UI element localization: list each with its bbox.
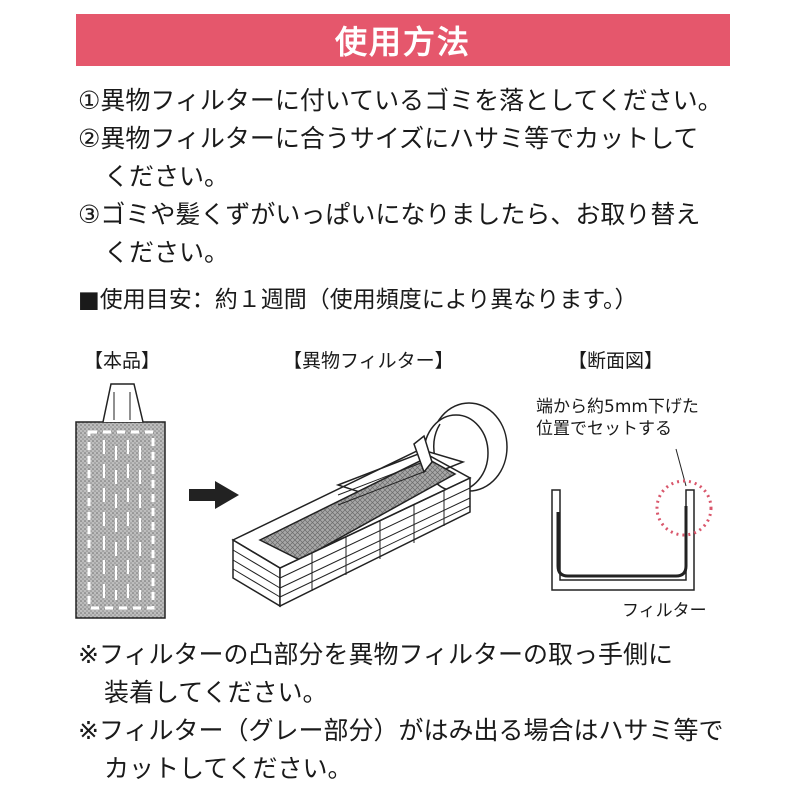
foreign-filter-basket	[231, 402, 508, 608]
usage-note: ■使用目安：約１週間（使用頻度により異なります。）	[78, 287, 638, 313]
note-2-cont: カットしてください。	[104, 754, 353, 783]
note-1: ※フィルターの凸部分を異物フィルターの取っ手側に	[78, 640, 673, 669]
step-1: ①異物フィルターに付いているゴミを落としてください。	[78, 86, 723, 115]
right-arrow-icon	[189, 481, 239, 509]
foreign-filter-label: 【異物フィルター】	[283, 350, 454, 372]
annotation-line2: 位置でセットする	[536, 419, 672, 439]
step-3: ③ゴミや髪くずがいっぱいになりましたら、お取り替え	[78, 200, 701, 229]
filter-callout: フィルター	[622, 601, 707, 621]
product-label: 【本品】	[84, 350, 161, 372]
step-3-cont: ください。	[104, 238, 230, 267]
product-filter-sheet	[75, 383, 166, 619]
header-title: 使用方法	[334, 23, 471, 61]
cross-section-diagram	[551, 448, 695, 591]
cross-section-label: 【断面図】	[568, 350, 664, 372]
note-2: ※フィルター（グレー部分）がはみ出る場合はハサミ等で	[78, 716, 724, 745]
note-1-cont: 装着してください。	[104, 678, 328, 707]
step-2-cont: ください。	[104, 162, 230, 191]
annotation-line1: 端から約5mm下げた	[536, 397, 699, 417]
dotted-highlight-circle	[655, 479, 713, 537]
section-header: 使用方法	[76, 14, 730, 66]
step-2: ②異物フィルターに合うサイズにハサミ等でカットして	[78, 124, 699, 153]
